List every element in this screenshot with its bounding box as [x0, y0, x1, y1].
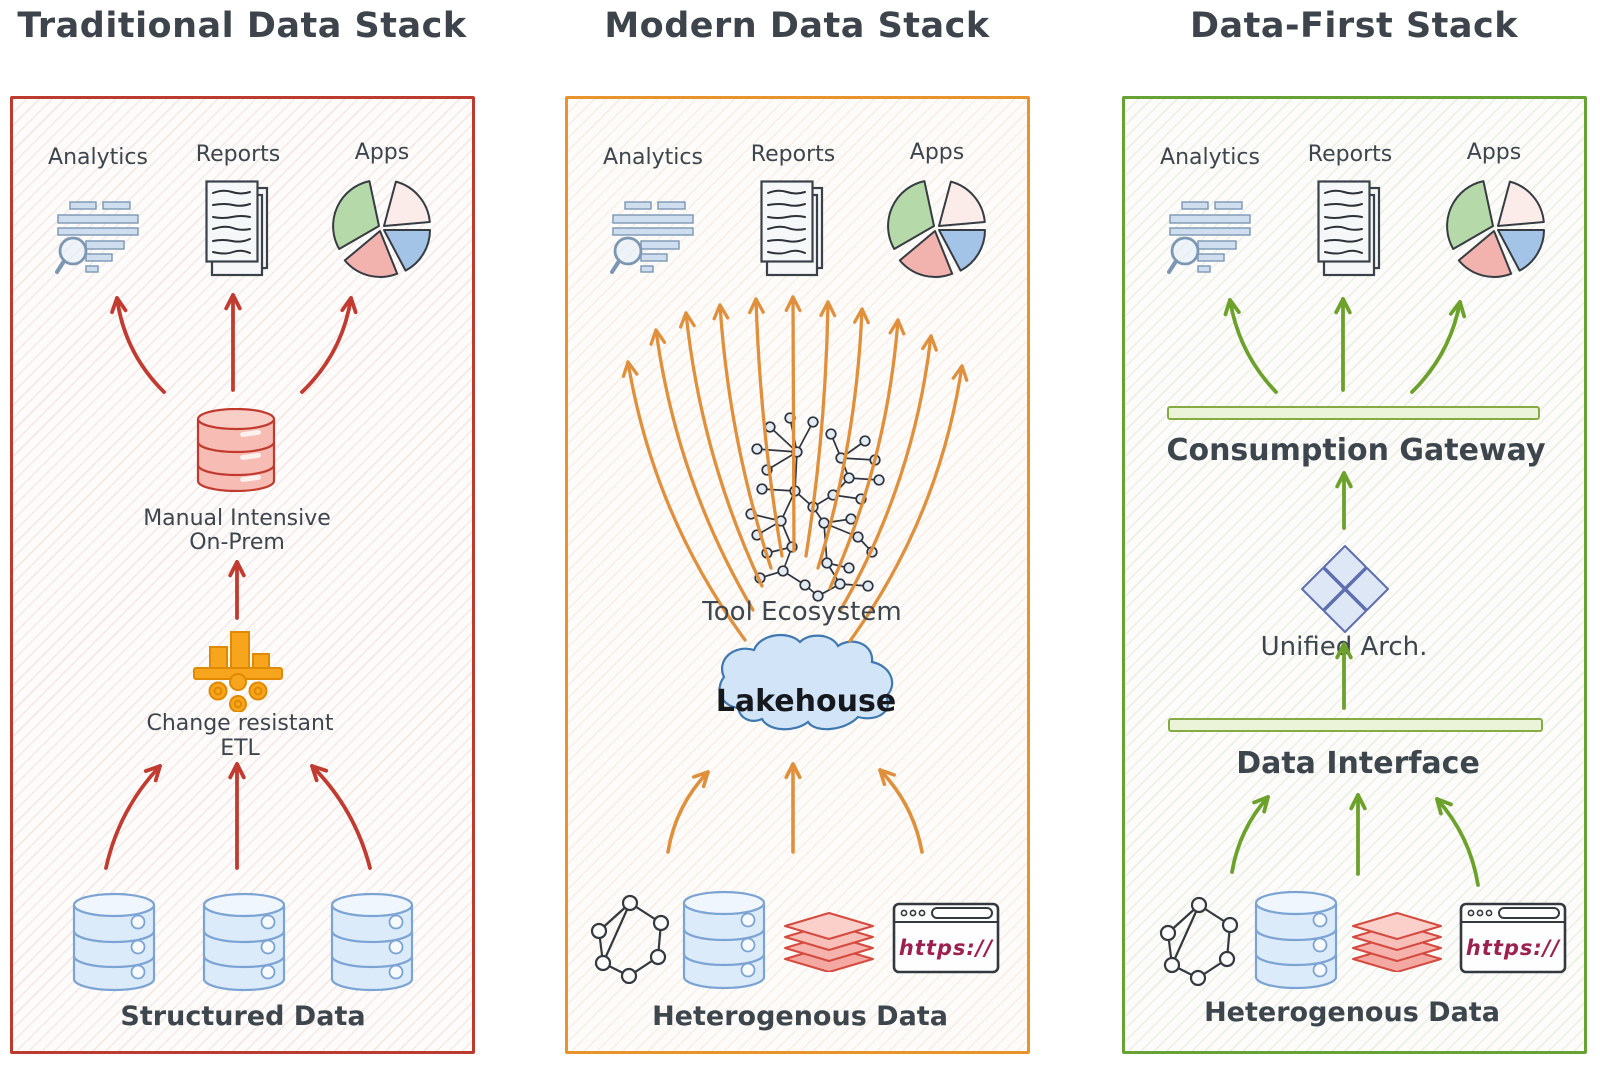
- label-apps: Apps: [354, 140, 410, 165]
- label-etl-line1: Change resistant: [146, 711, 334, 736]
- panel-traditional-stack: [10, 96, 475, 1054]
- label-reports: Reports: [195, 142, 281, 167]
- label-tool-ecosystem: Tool Ecosystem: [702, 597, 902, 627]
- label-etl-line2: ETL: [220, 736, 260, 761]
- browser-url-text: https://: [1465, 936, 1561, 960]
- label-apps: Apps: [909, 140, 965, 165]
- label-warehouse-line2: On-Prem: [189, 530, 285, 555]
- label-analytics: Analytics: [48, 145, 148, 170]
- label-analytics: Analytics: [1160, 145, 1260, 170]
- label-apps: Apps: [1466, 140, 1522, 165]
- label-heterogenous-data: Heterogenous Data: [652, 1001, 948, 1032]
- data-interface-bar: [1168, 718, 1543, 732]
- consumption-gateway-bar: [1167, 406, 1540, 420]
- label-structured-data: Structured Data: [120, 1001, 366, 1032]
- label-lakehouse: Lakehouse: [715, 684, 897, 719]
- label-heterogenous-data: Heterogenous Data: [1204, 997, 1500, 1028]
- title-traditional: Traditional Data Stack: [17, 6, 467, 46]
- browser-url-text: https://: [898, 936, 994, 960]
- label-reports: Reports: [750, 142, 836, 167]
- label-analytics: Analytics: [603, 145, 703, 170]
- panel-data-first-stack: [1122, 96, 1587, 1054]
- label-unified-arch: Unified Arch.: [1260, 632, 1428, 662]
- title-data-first: Data-First Stack: [1189, 6, 1519, 46]
- label-reports: Reports: [1307, 142, 1393, 167]
- title-modern: Modern Data Stack: [604, 6, 990, 46]
- label-consumption-gateway: Consumption Gateway: [1166, 433, 1546, 468]
- panel-modern-stack: [565, 96, 1030, 1054]
- label-warehouse-line1: Manual Intensive: [143, 506, 331, 531]
- label-data-interface: Data Interface: [1236, 746, 1480, 781]
